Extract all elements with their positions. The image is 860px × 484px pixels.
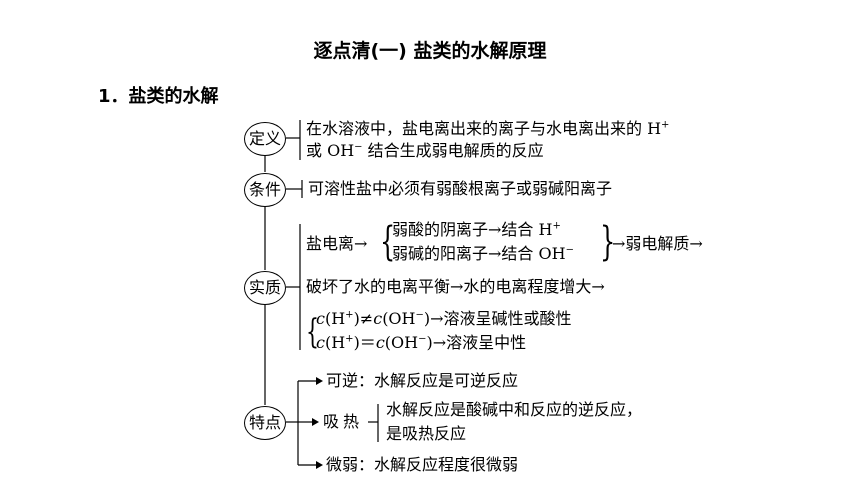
h-plus-sup: + bbox=[661, 119, 670, 131]
salt-ionization-label: 盐电离→ bbox=[306, 234, 368, 253]
acidic-basic-result: )→溶液呈碱性或酸性 bbox=[423, 309, 572, 328]
h-ion: (H bbox=[324, 333, 346, 352]
node-definition: 定义 bbox=[244, 122, 286, 156]
oh-sup: − bbox=[415, 309, 424, 321]
weak-acid-anion: 弱酸的阴离子→结合 H+ bbox=[392, 220, 561, 240]
section-heading: 1．盐类的水解 bbox=[98, 86, 219, 107]
neutral-result: )→溶液呈中性 bbox=[426, 333, 527, 352]
node-condition: 条件 bbox=[244, 173, 286, 207]
left-brace: { bbox=[380, 219, 396, 265]
weak-base-sup: − bbox=[565, 244, 574, 256]
condition-text: 可溶性盐中必须有弱酸根离子或弱碱阳离子 bbox=[308, 179, 613, 198]
definition-line-1: 在水溶液中，盐电离出来的离子与水电离出来的 H+ bbox=[306, 119, 669, 139]
not-equal: )≠ bbox=[353, 309, 374, 328]
definition-text-2b: 结合生成弱电解质的反应 bbox=[362, 141, 544, 160]
h-sup: + bbox=[345, 309, 354, 321]
oh-ion: (OH bbox=[382, 309, 416, 328]
definition-line-2: 或 OH− 结合生成弱电解质的反应 bbox=[306, 141, 544, 161]
node-essence: 实质 bbox=[244, 271, 286, 305]
oh-minus-sup: − bbox=[354, 141, 363, 153]
case-brace: { bbox=[306, 312, 319, 352]
endothermic-line-1: 水解反应是酸碱中和反应的逆反应， bbox=[386, 400, 643, 419]
weak-acid-anion-text: 弱酸的阴离子→结合 H bbox=[392, 220, 553, 239]
break-balance-text: 破坏了水的电离平衡→水的电离程度增大→ bbox=[306, 277, 605, 296]
case-equal: c(H+)＝c(OH−)→溶液呈中性 bbox=[316, 333, 526, 353]
endothermic-label: 吸热 bbox=[323, 412, 364, 431]
h-ion: (H bbox=[324, 309, 346, 328]
case-unequal: c(H+)≠c(OH−)→溶液呈碱性或酸性 bbox=[316, 309, 572, 329]
reversible-text: 可逆：水解反应是可逆反应 bbox=[326, 371, 519, 390]
page-title: 逐点清(一) 盐类的水解原理 bbox=[313, 40, 547, 62]
c-var: c bbox=[316, 333, 325, 352]
weak-base-cation-text: 弱碱的阳离子→结合 OH bbox=[392, 244, 566, 263]
weak-base-cation: 弱碱的阳离子→结合 OH− bbox=[392, 244, 574, 264]
oh-sup: − bbox=[418, 333, 427, 345]
node-feature: 特点 bbox=[244, 406, 286, 440]
equal: )＝ bbox=[353, 333, 376, 352]
right-brace: } bbox=[600, 219, 616, 265]
h-sup: + bbox=[345, 333, 354, 345]
definition-text-1: 在水溶液中，盐电离出来的离子与水电离出来的 H bbox=[306, 119, 662, 138]
c-var: c bbox=[316, 309, 325, 328]
c-var: c bbox=[375, 333, 385, 352]
weak-electrolyte-result: →弱电解质→ bbox=[612, 234, 703, 253]
weak-text: 微弱：水解反应程度很微弱 bbox=[326, 455, 519, 474]
c-var: c bbox=[373, 309, 383, 328]
oh-ion: (OH bbox=[384, 333, 419, 352]
weak-acid-sup: + bbox=[552, 220, 561, 232]
endothermic-line-2: 是吸热反应 bbox=[386, 424, 467, 443]
definition-text-2a: 或 OH bbox=[306, 141, 355, 160]
